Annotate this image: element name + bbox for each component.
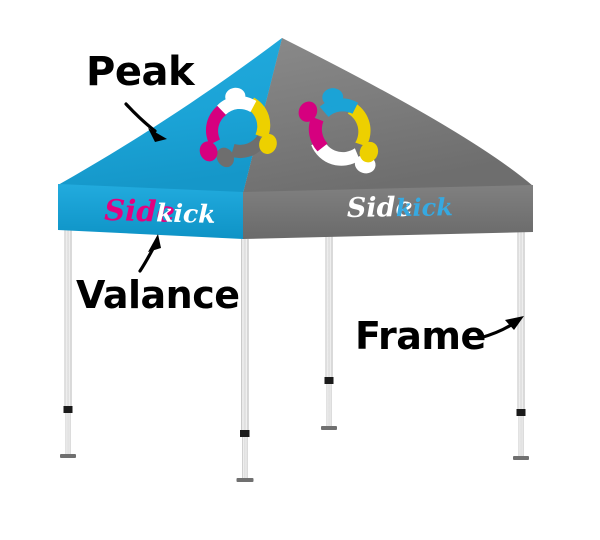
callout-label-frame: Frame: [355, 314, 486, 358]
callout-arrows: [124, 102, 524, 340]
frame-leg-back-center: [321, 196, 337, 430]
valance-right-side-word: Side: [347, 192, 413, 224]
valance-text-right: Side kick: [347, 192, 454, 224]
frame-legs: [60, 196, 529, 482]
frame-arrow-icon: [478, 316, 524, 340]
valance-left-kick-word: kick: [156, 198, 216, 229]
valance-arrow-icon: [138, 234, 161, 273]
frame-leg-left: [60, 230, 76, 458]
valance-right-kick-word: kick: [396, 192, 453, 222]
canopy-valance-left: [58, 184, 243, 239]
canopy-valance: [58, 184, 533, 239]
canopy-valance-right: [243, 185, 533, 239]
valance-text-left: Side kick: [104, 193, 216, 229]
frame-leg-front-center: [236, 239, 254, 482]
canopy-panel-right-surface: [243, 38, 533, 193]
peak-arrow-icon: [124, 102, 167, 142]
sidekick-circle-logo-right: [298, 88, 379, 174]
frame-leg-right: [513, 232, 529, 460]
callout-label-valance: Valance: [76, 273, 240, 317]
callout-label-peak: Peak: [86, 49, 195, 95]
valance-left-side-word: Side: [104, 193, 176, 229]
sidekick-circle-logo-left: [199, 87, 277, 168]
